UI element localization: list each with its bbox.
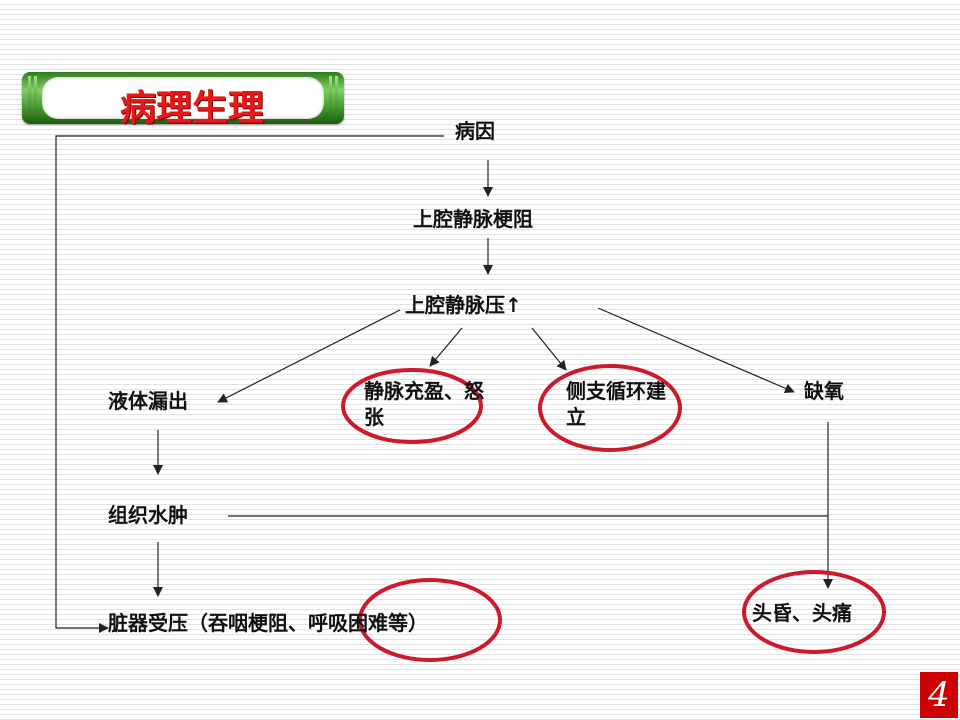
highlight-circle-collateral — [538, 364, 682, 452]
node-dizziness-headache: 头昏、头痛 — [752, 601, 852, 625]
banner-bar-right-2 — [329, 76, 332, 120]
node-organ-compression: 脏器受压（吞咽梗阻、呼吸困难等） — [108, 611, 428, 635]
node-tissue-edema: 组织水肿 — [108, 503, 188, 527]
line-cause-to-compression — [55, 135, 444, 633]
node-cause: 病因 — [455, 119, 495, 143]
highlight-circle-dizziness — [742, 570, 886, 654]
arrow-pressure-to-distension — [429, 327, 463, 367]
node-svc-pressure: 上腔静脉压↑ — [405, 293, 522, 317]
arrow-pressure-to-collateral — [531, 327, 567, 371]
node-svc-obstruction: 上腔静脉梗阻 — [413, 207, 533, 231]
node-hypoxia: 缺氧 — [804, 379, 844, 403]
banner-bar-right-1 — [335, 76, 338, 120]
slide-title: 病理生理 — [120, 87, 265, 129]
title-inner: 病理生理 — [42, 77, 324, 129]
node-collateral: 侧支循环建立 — [566, 379, 666, 429]
page-number-badge: 4 — [920, 672, 958, 718]
highlight-circle-respiratory — [358, 578, 502, 662]
node-venous-distension: 静脉充盈、怒张 — [364, 379, 484, 429]
title-banner: 病理生理 — [22, 72, 344, 129]
banner-bar-left-2 — [34, 76, 37, 120]
highlight-circle-distension — [341, 368, 483, 444]
banner-bar-left-1 — [28, 76, 31, 120]
arrow-pressure-to-leakage — [217, 309, 401, 403]
node-fluid-leakage: 液体漏出 — [108, 389, 188, 413]
arrow-pressure-to-hypoxia — [597, 307, 795, 394]
